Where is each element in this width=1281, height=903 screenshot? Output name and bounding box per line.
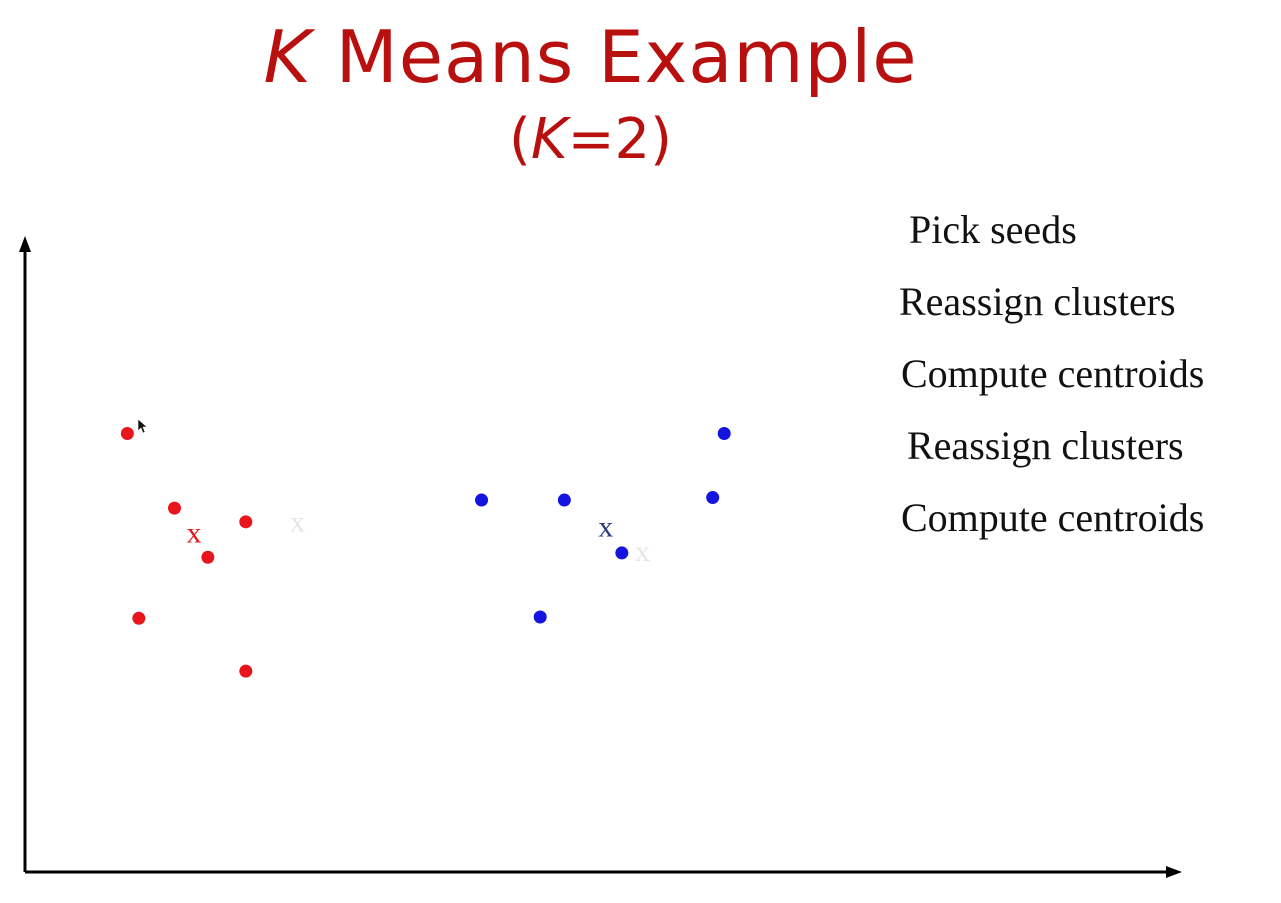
data-point-cluster-2-3 <box>533 610 547 624</box>
data-point-cluster-2-0 <box>475 493 489 507</box>
mouse-cursor-icon <box>137 418 148 434</box>
data-point-cluster-2-5 <box>706 491 720 505</box>
x-axis <box>25 866 1182 878</box>
step-reassign-clusters-2: Reassign clusters <box>907 423 1184 468</box>
subtitle-rest: =2) <box>567 107 672 172</box>
data-point-cluster-1-5 <box>239 664 253 678</box>
centroid-marker-1: x <box>598 510 613 543</box>
subtitle-k: K <box>530 107 568 172</box>
step-compute-centroids-2: Compute centroids <box>901 495 1205 540</box>
title-k: K <box>263 15 312 99</box>
data-point-cluster-1-2 <box>239 515 253 529</box>
title-rest: Means Example <box>311 15 918 99</box>
data-point-cluster-2-4 <box>717 426 731 440</box>
subtitle-open: ( <box>509 107 531 172</box>
step-pick-seeds: Pick seeds <box>909 207 1077 252</box>
data-point-cluster-1-3 <box>201 550 215 564</box>
data-point-cluster-1-0 <box>120 426 134 440</box>
step-compute-centroids-1: Compute centroids <box>901 351 1205 396</box>
data-point-cluster-2-2 <box>615 546 629 560</box>
previous-centroid-marker-0: x <box>290 505 305 538</box>
step-reassign-clusters-1: Reassign clusters <box>899 279 1176 324</box>
y-axis <box>19 236 31 872</box>
data-point-cluster-2-1 <box>557 493 571 507</box>
previous-centroid-marker-1: x <box>635 535 650 568</box>
slide-title: K Means Example <box>0 12 1181 102</box>
centroid-marker-0: x <box>187 517 202 550</box>
slide-subtitle: (K=2) <box>0 104 1181 176</box>
data-point-cluster-1-4 <box>132 611 146 625</box>
data-point-cluster-1-1 <box>168 501 181 515</box>
